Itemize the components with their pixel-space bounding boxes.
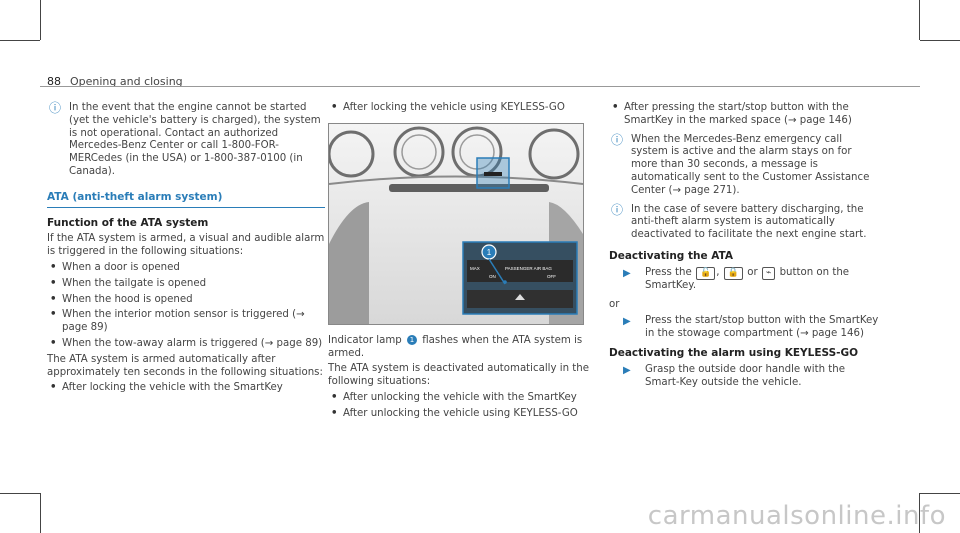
bullet-icon: • <box>331 407 338 419</box>
list-item: • After pressing the start/stop button wi… <box>609 102 879 128</box>
list-item-text: When the tow-away alarm is triggered (→ … <box>62 337 323 349</box>
list-item: • After locking the vehicle with the Smar… <box>47 382 325 395</box>
page-number: 88 <box>47 75 61 88</box>
list-item-text: After unlocking the vehicle with the Sma… <box>343 391 577 403</box>
section-title: ATA (anti-theft alarm system) <box>47 191 325 208</box>
bullet-icon: • <box>50 382 57 394</box>
subheading: Function of the ATA system <box>47 216 209 229</box>
crop-mark <box>920 40 960 41</box>
step-arrow-icon: ▶ <box>623 316 631 328</box>
crop-mark <box>0 493 40 494</box>
deactivation-list: • After unlocking the vehicle with the Sm… <box>328 392 600 421</box>
button-label: MAX <box>470 266 480 271</box>
list-item-text: After locking the vehicle using KEYLESS-… <box>343 102 565 113</box>
list-item-text: After locking the vehicle with the Smart… <box>62 382 283 394</box>
instruction-step: ▶ Press the start/stop button with the S… <box>609 315 879 341</box>
step-text: button on the SmartKey. <box>645 266 850 291</box>
deactivation-list-cont: • After pressing the start/stop button wi… <box>609 102 879 128</box>
list-item: • After unlocking the vehicle with the Sm… <box>328 392 600 405</box>
bullet-icon: • <box>612 102 619 113</box>
separator: , <box>716 266 720 278</box>
list-item: • When the interior motion sensor is trig… <box>47 309 325 335</box>
bullet-icon: • <box>331 391 338 403</box>
note-text: When the Mercedes-Benz emergency call sy… <box>631 133 870 196</box>
list-item-text: When a door is opened <box>62 261 180 273</box>
crop-mark <box>919 0 920 40</box>
info-note-icon: ⓘ <box>49 101 62 115</box>
note: ⓘ In the case of severe battery discharg… <box>609 202 879 242</box>
step-text: Press the start/stop button with the Sma… <box>645 315 879 340</box>
bullet-icon: • <box>50 309 57 321</box>
page-section-title: Opening and closing <box>70 75 183 88</box>
instruction-step: ▶ Grasp the outside door handle with the… <box>609 364 879 390</box>
column-right: • After pressing the start/stop button wi… <box>609 102 879 395</box>
step-arrow-icon: ▶ <box>623 364 631 376</box>
bullet-icon: • <box>50 277 57 289</box>
unlock-key-icon: 🔓 <box>696 266 716 280</box>
list-item: • When a door is opened <box>47 262 325 275</box>
paragraph: The ATA system is deactivated automatica… <box>328 363 590 388</box>
column-left: ⓘ In the event that the engine cannot be… <box>47 102 325 398</box>
situation-list: • When a door is opened • When the tailgat… <box>47 262 325 351</box>
bullet-icon: • <box>50 337 57 349</box>
list-item: • When the hood is opened <box>47 294 325 307</box>
button-label: PASSENGER AIR BAG <box>505 266 552 271</box>
indicator-text: Indicator lamp <box>328 334 402 346</box>
list-item: • After locking the vehicle using KEYLESS… <box>328 102 600 115</box>
list-item: • When the tailgate is opened <box>47 278 325 291</box>
list-item-text: When the tailgate is opened <box>62 277 207 289</box>
step-text: Grasp the outside door handle with the S… <box>645 363 845 388</box>
info-note-icon: ⓘ <box>611 132 624 147</box>
note: ⓘ When the Mercedes-Benz emergency call … <box>609 132 879 198</box>
step-arrow-icon: ▶ <box>623 267 631 279</box>
button-label: ON <box>489 274 496 279</box>
column-middle: • After locking the vehicle using KEYLESS… <box>328 102 600 424</box>
list-item: • When the tow-away alarm is triggered (→… <box>47 338 325 351</box>
bullet-icon: • <box>50 261 57 273</box>
paragraph: If the ATA system is armed, a visual and… <box>47 233 325 258</box>
step-text: or <box>747 266 758 278</box>
indicator-text: flashes when the ATA system is armed. <box>328 334 583 359</box>
list-item-text: After pressing the start/stop button wit… <box>624 102 852 126</box>
paragraph: The ATA system is armed automatically af… <box>47 353 323 378</box>
bullet-icon: • <box>331 102 338 113</box>
tailgate-key-icon: ⌁ <box>761 266 776 280</box>
photo-callout: 1 <box>487 248 492 257</box>
button-label: OFF <box>547 274 556 279</box>
or-text: or <box>609 298 620 310</box>
header-rule <box>40 86 920 87</box>
crop-mark <box>40 493 41 533</box>
instruction-step: ▶ Press the 🔓, 🔒 or ⌁ button on the Smar… <box>609 266 879 293</box>
list-item: • After unlocking the vehicle using KEYLE… <box>328 408 600 421</box>
arming-list: • After locking the vehicle with the Smar… <box>47 382 325 395</box>
watermark: carmanualsonline.info <box>647 501 946 531</box>
list-item-text: When the hood is opened <box>62 293 193 305</box>
callout-badge: 1 <box>406 334 417 345</box>
list-item-text: After unlocking the vehicle using KEYLES… <box>343 407 578 419</box>
lock-key-icon: 🔒 <box>723 266 743 280</box>
list-item-text: When the interior motion sensor is trigg… <box>62 309 305 334</box>
arming-list-cont: • After locking the vehicle using KEYLESS… <box>328 102 600 115</box>
note-text: In the event that the engine cannot be s… <box>69 102 321 177</box>
crop-mark <box>0 40 40 41</box>
note: ⓘ In the event that the engine cannot be… <box>47 102 325 179</box>
subheading: Deactivating the ATA <box>609 249 734 262</box>
crop-mark <box>40 0 41 40</box>
subheading: Deactivating the alarm using KEYLESS-GO <box>609 346 859 359</box>
dashboard-photo: 1 MAX ON PASSENGER AIR BAG OFF <box>328 122 584 325</box>
crop-mark <box>919 493 920 533</box>
note-text: In the case of severe battery dischargin… <box>631 203 867 241</box>
crop-mark <box>920 493 960 494</box>
bullet-icon: • <box>50 293 57 305</box>
info-note-icon: ⓘ <box>611 202 624 217</box>
step-text: Press the <box>645 266 692 278</box>
paragraph: Indicator lamp 1 flashes when the ATA sy… <box>328 334 600 361</box>
